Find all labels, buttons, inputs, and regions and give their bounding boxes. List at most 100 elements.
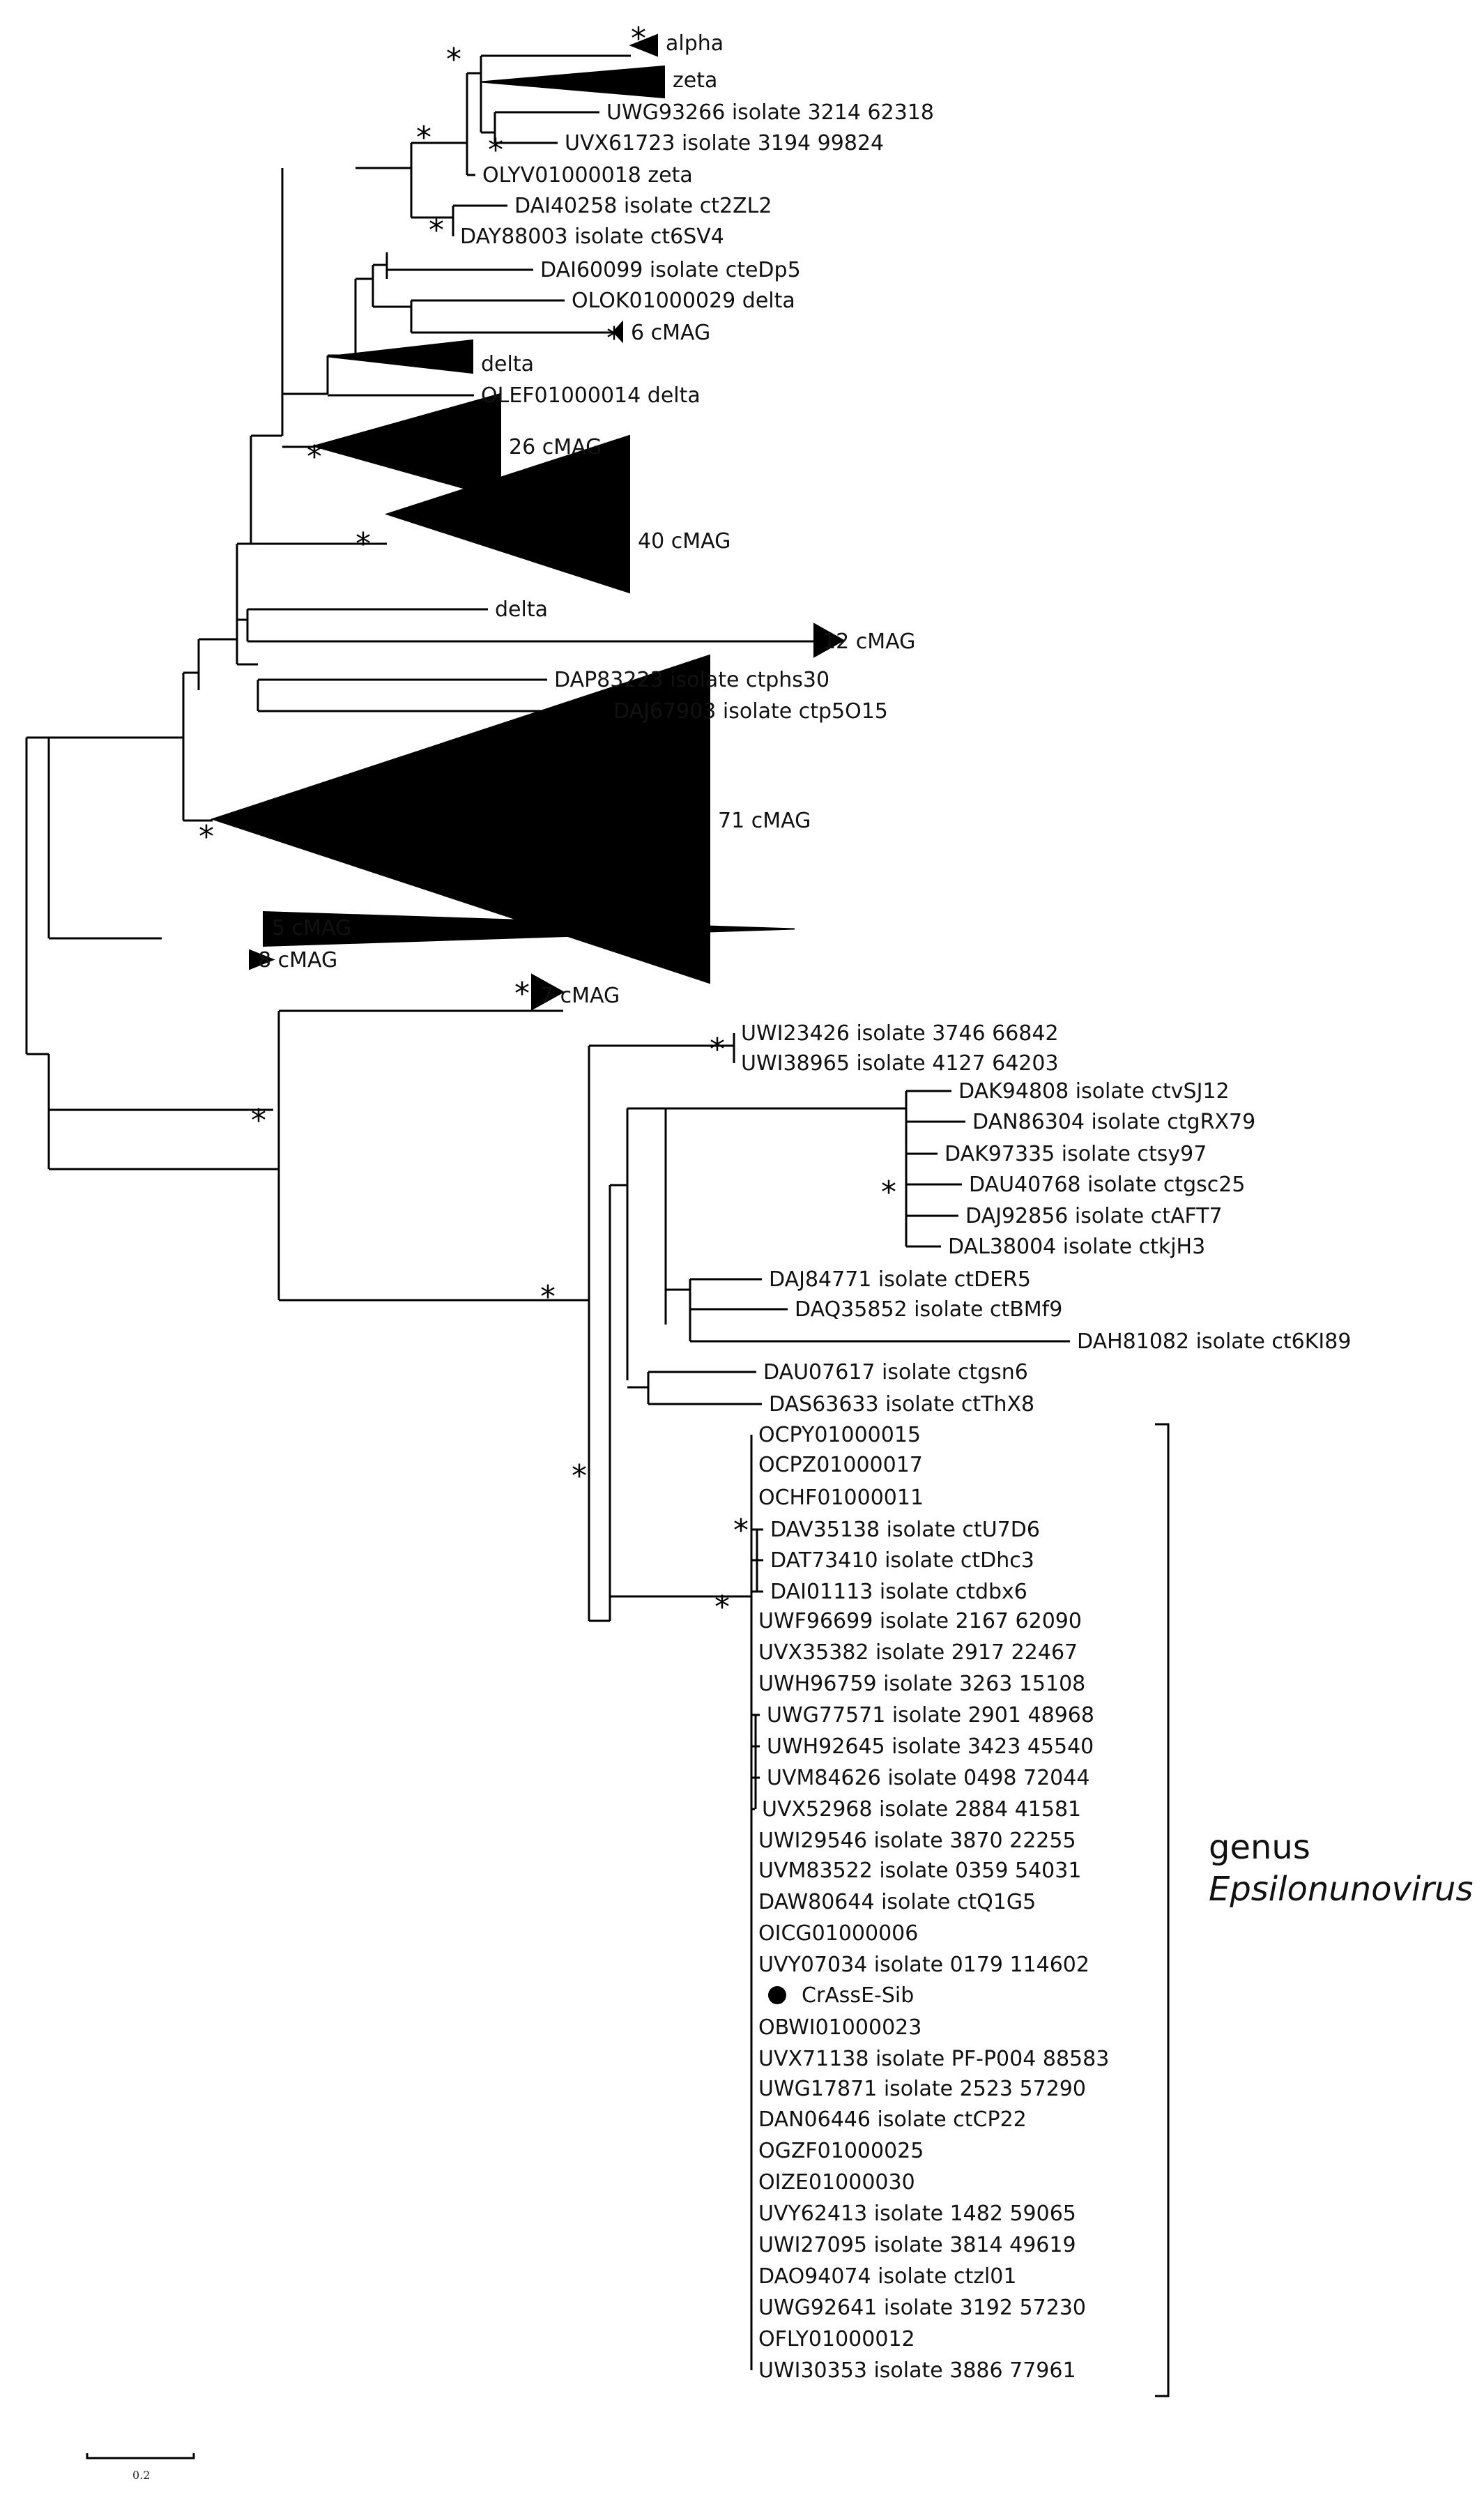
- support-marker: *: [251, 1103, 266, 1138]
- collapsed-clade-c71: [210, 654, 710, 984]
- collapsed-clade-c40: [384, 434, 630, 594]
- leaf-label-dau40768: DAU40768 isolate ctgsc25: [969, 1173, 1245, 1197]
- leaf-label-c12: 12 cMAG: [823, 630, 915, 654]
- scale-bar-label: 0.2: [132, 2469, 150, 2482]
- support-marker: *: [199, 819, 214, 855]
- leaf-label-uvx35382: UVX35382 isolate 2917 22467: [758, 1640, 1078, 1665]
- leaf-label-uwi27095: UWI27095 isolate 3814 49619: [758, 2233, 1076, 2257]
- support-marker: *: [416, 120, 431, 155]
- leaf-label-ofly: OFLY01000012: [758, 2327, 915, 2351]
- crasse-sib-marker: [768, 1986, 786, 2004]
- leaf-label-uwg92641: UWG92641 isolate 3192 57230: [758, 2296, 1086, 2320]
- support-marker: *: [540, 1279, 556, 1315]
- leaf-label-dai01113: DAI01113 isolate ctdbx6: [770, 1580, 1027, 1604]
- leaf-label-dau07617: DAU07617 isolate ctgsn6: [763, 1360, 1028, 1385]
- leaf-label-ocpz: OCPZ01000017: [758, 1453, 923, 1477]
- leaf-label-dan86304: DAN86304 isolate ctgRX79: [972, 1110, 1255, 1134]
- leaf-label-uwi29546: UWI29546 isolate 3870 22255: [758, 1829, 1076, 1853]
- leaf-label-c6: 6 cMAG: [631, 321, 710, 345]
- leaf-label-c8: 8 cMAG: [258, 948, 337, 972]
- leaf-label-uwg17871: UWG17871 isolate 2523 57290: [758, 2077, 1086, 2101]
- leaf-label-c26: 26 cMAG: [509, 435, 602, 459]
- leaf-label-das63633: DAS63633 isolate ctThX8: [769, 1392, 1034, 1417]
- leaf-label-day88003: DAY88003 isolate ct6SV4: [460, 224, 724, 249]
- collapsed-clade-c26: [311, 392, 501, 500]
- support-marker: *: [572, 1458, 587, 1494]
- leaf-label-alpha: alpha: [666, 31, 724, 56]
- leaf-label-uvx61723: UVX61723 isolate 3194 99824: [565, 131, 884, 155]
- collapsed-clade-c6: [612, 320, 623, 344]
- collapsed-clade-c8: [249, 949, 275, 970]
- leaf-label-daj67903: DAJ67903 isolate ctp5O15: [613, 699, 888, 724]
- leaf-label-uvy07034: UVY07034 isolate 0179 114602: [758, 1953, 1089, 1977]
- leaf-label-delta2: delta: [495, 597, 548, 622]
- leaf-label-olok: OLOK01000029 delta: [572, 289, 795, 313]
- support-marker: *: [733, 1513, 749, 1548]
- leaf-label-olef: OLEF01000014 delta: [481, 383, 701, 408]
- collapsed-clade-c12: [813, 623, 846, 658]
- leaf-label-olyv: OLYV01000018 zeta: [482, 163, 693, 188]
- support-marker: *: [355, 526, 371, 562]
- leaf-label-dak94808: DAK94808 isolate ctvSJ12: [958, 1079, 1230, 1104]
- leaf-label-c71: 71 cMAG: [718, 809, 811, 833]
- genus-label: genus: [1209, 1828, 1310, 1867]
- leaf-label-dal38004: DAL38004 isolate ctkjH3: [948, 1235, 1205, 1259]
- leaf-label-c7: 7 cMAG: [540, 984, 620, 1008]
- leaf-label-dah81082: DAH81082 isolate ct6KI89: [1077, 1329, 1351, 1354]
- leaf-label-uwi30353: UWI30353 isolate 3886 77961: [758, 2358, 1076, 2383]
- leaf-label-dai60099: DAI60099 isolate cteDp5: [540, 258, 801, 282]
- leaf-label-ochf: OCHF01000011: [758, 1486, 924, 1510]
- support-marker: *: [714, 1589, 730, 1625]
- leaf-label-uwi23426: UWI23426 isolate 3746 66842: [741, 1021, 1059, 1046]
- leaf-label-daj92856: DAJ92856 isolate ctAFT7: [965, 1204, 1223, 1228]
- collapsed-clade-c7: [531, 973, 565, 1011]
- leaf-label-uwg93266: UWG93266 isolate 3214 62318: [606, 100, 934, 125]
- support-marker: *: [446, 42, 461, 77]
- leaf-label-uvy62413: UVY62413 isolate 1482 59065: [758, 2202, 1076, 2226]
- scale-bar: 0.2: [86, 2453, 195, 2482]
- collapsed-clade-zeta: [480, 65, 665, 99]
- leaf-label-dak97335: DAK97335 isolate ctsy97: [944, 1142, 1207, 1166]
- leaf-label-daw80644: DAW80644 isolate ctQ1G5: [758, 1890, 1036, 1914]
- leaf-label-uwg77571: UWG77571 isolate 2901 48968: [767, 1703, 1094, 1727]
- leaf-label-delta1: delta: [481, 352, 534, 376]
- leaf-label-uvm84626: UVM84626 isolate 0498 72044: [767, 1766, 1089, 1790]
- collapsed-clade-alpha: [629, 33, 658, 57]
- leaf-label-uvx71138: UVX71138 isolate PF-P004 88583: [758, 2047, 1109, 2071]
- genus-bracket: [1155, 1423, 1170, 2397]
- leaf-label-daq35852: DAQ35852 isolate ctBMf9: [795, 1297, 1062, 1322]
- support-marker: *: [307, 439, 322, 475]
- leaf-label-dat73410: DAT73410 isolate ctDhc3: [770, 1548, 1034, 1573]
- leaf-label-uwi38965: UWI38965 isolate 4127 64203: [741, 1051, 1059, 1076]
- leaf-label-c5: 5 cMAG: [272, 916, 351, 940]
- leaf-label-uwh92645: UWH92645 isolate 3423 45540: [767, 1734, 1094, 1759]
- leaf-label-obwi: OBWI01000023: [758, 2015, 921, 2040]
- leaf-label-crass: CrAssE-Sib: [802, 1983, 914, 2008]
- support-marker: *: [710, 1032, 725, 1067]
- leaf-label-zeta: zeta: [673, 68, 717, 93]
- leaf-label-daj84771: DAJ84771 isolate ctDER5: [769, 1267, 1031, 1292]
- support-marker: *: [631, 21, 646, 56]
- genus-name: Epsilonunovirus: [1209, 1870, 1473, 1909]
- support-marker: *: [429, 213, 444, 248]
- leaf-label-ogzf: OGZF01000025: [758, 2139, 924, 2163]
- collapsed-clades: [210, 33, 846, 1011]
- leaf-label-dan06446: DAN06446 isolate ctCP22: [758, 2107, 1027, 2132]
- leaf-label-ocpy: OCPY01000015: [758, 1423, 921, 1447]
- leaf-label-oicg: OICG01000006: [758, 1921, 918, 1946]
- leaf-label-dao94074: DAO94074 isolate ctzl01: [758, 2264, 1016, 2289]
- leaf-label-c40: 40 cMAG: [638, 529, 730, 554]
- support-marker: *: [881, 1175, 896, 1210]
- support-marker: *: [488, 132, 503, 168]
- leaf-label-uwh96759: UWH96759 isolate 3263 15108: [758, 1672, 1085, 1696]
- leaf-label-dai40258: DAI40258 isolate ct2ZL2: [514, 194, 772, 218]
- support-markers: *****************: [199, 21, 896, 1625]
- collapsed-clade-delta1: [327, 339, 473, 374]
- leaf-label-uwf96699: UWF96699 isolate 2167 62090: [758, 1609, 1082, 1633]
- leaf-label-uvm83522: UVM83522 isolate 0359 54031: [758, 1859, 1081, 1883]
- support-marker: *: [514, 976, 530, 1012]
- leaf-label-dap83223: DAP83223 isolate ctphs30: [554, 668, 829, 692]
- leaf-label-dav35138: DAV35138 isolate ctU7D6: [770, 1518, 1040, 1542]
